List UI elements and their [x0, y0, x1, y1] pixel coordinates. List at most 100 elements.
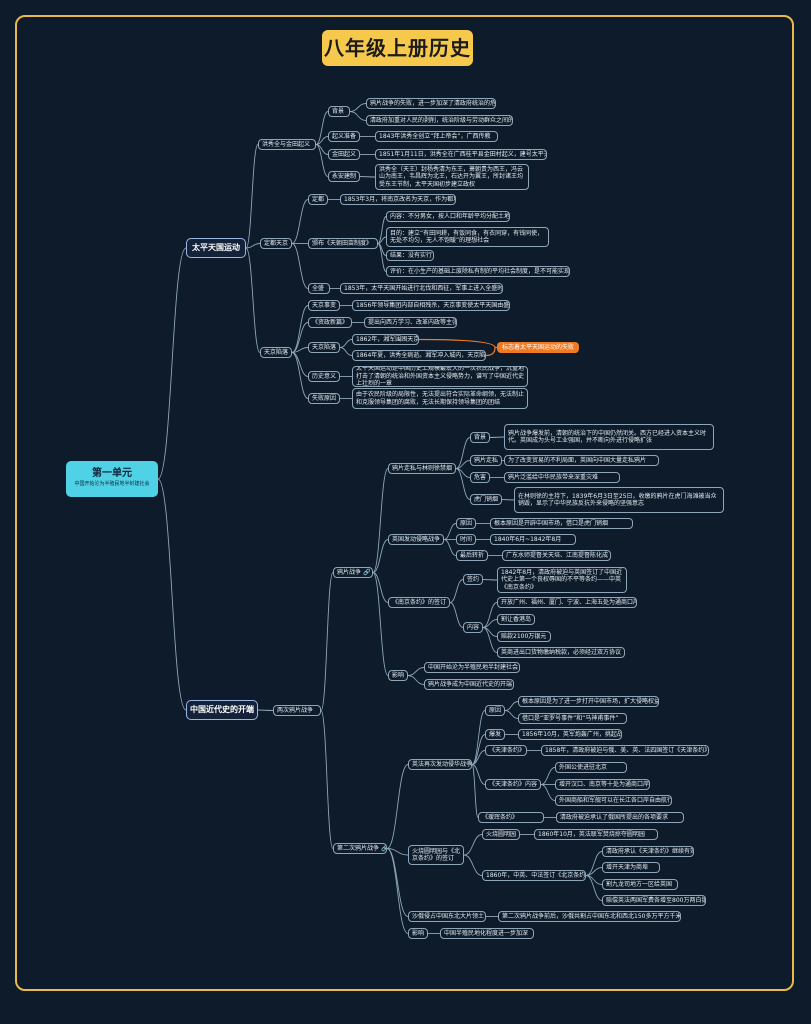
node-hong-jintian[interactable]: 洪秀全与金田起义: [258, 139, 316, 150]
node-fd-sj[interactable]: 时间: [456, 534, 476, 545]
node-dingdu1[interactable]: 1853年3月，将南京改名为天京，作为都城: [340, 194, 456, 205]
node-tjx1[interactable]: 1862年，湘军围困天京: [352, 334, 419, 345]
node-yongan[interactable]: 永安建制: [328, 171, 360, 182]
node-ee-yy[interactable]: 原因: [485, 705, 505, 716]
node-yp-jinyan[interactable]: 鸦片走私与林则徐禁烟: [388, 463, 456, 474]
node-bj-12[interactable]: 增开天津为商埠: [602, 862, 660, 873]
link-icon[interactable]: 🔗: [363, 568, 371, 576]
node-shibai1[interactable]: 由于农民阶级的局限性，无法提出符合实际革命纲领，无法制止和克服领导集团的腐败，无…: [352, 388, 528, 409]
node-nj-nr1[interactable]: 开放广州、福州、厦门、宁波、上海五处为通商口岸: [497, 597, 637, 608]
node-bg1[interactable]: 鸦片战争的失败，进一步加深了清政府统治的危机: [366, 98, 496, 109]
node-tj-shibian[interactable]: 天京事变: [308, 300, 340, 311]
node-aihui[interactable]: 《瑷珲条约》: [478, 812, 544, 823]
node-jintian1[interactable]: 1851年1月11日，洪秀全在广西桂平县金田村起义，建号太平天国: [375, 149, 547, 160]
node-tc4[interactable]: 评价：在小生产的基础上废除私有制的平均社会制度，是不可能实现的: [386, 266, 570, 277]
node-yapian[interactable]: 鸦片战争🔗: [333, 567, 373, 578]
node-tj-shibian1[interactable]: 1856年领导集团内部自相残杀，天京事变使太平天国由盛转衰: [352, 300, 510, 311]
connector-node-bj-1: [463, 854, 483, 876]
node-bj-11[interactable]: 清政府承认《天津条约》继续有效: [602, 846, 694, 857]
node-bj-1[interactable]: 1860年，中英、中法签订《北京条约》: [482, 870, 586, 881]
node-bj-14[interactable]: 赔偿英法两国军费各增至800万两白银: [602, 895, 706, 906]
node-yj-weihai1[interactable]: 鸦片泛滥给中华民族带来深重灾难: [504, 472, 620, 483]
node-dier-node[interactable]: 第二次鸦片战争🔗: [333, 843, 387, 854]
node-dier[interactable]: 两次鸦片战争: [273, 705, 321, 716]
node-fd-sj1[interactable]: 1840年6月~1842年8月: [490, 534, 576, 545]
node-tj-nr2[interactable]: 增开汉口、南京等十处为通商口岸: [555, 779, 650, 790]
node-tc1[interactable]: 内容：不分男女，按人口和年龄平均分配土地: [386, 211, 510, 222]
connector-node-yongan1: [359, 176, 376, 178]
node-tianjin1[interactable]: 1858年，清政府被迫与俄、美、英、法四国签订《天津条约》: [541, 745, 709, 756]
node-nj-nr[interactable]: 内容: [463, 622, 483, 633]
node-tc2[interactable]: 目的：建立“有田同耕，有饭同食，有衣同穿，有钱同使，无处不均匀，无人不饱暖”的理…: [386, 227, 549, 247]
node-nj-nr2[interactable]: 割让香港岛: [497, 614, 535, 625]
node-ee-bf1[interactable]: 1856年10月，英军炮轰广州，挑起战争: [518, 729, 622, 740]
node-yp-yx[interactable]: 影响: [388, 670, 408, 681]
connector-node-nj-qy1: [482, 579, 498, 581]
node-yj-zousi1[interactable]: 为了改变贸易的不利局面，英国向中国大量走私鸦片: [504, 455, 659, 466]
connector-node-eluo: [386, 848, 409, 917]
node-tj-nr[interactable]: 《天津条约》内容: [485, 779, 541, 790]
node-tj-xianluo[interactable]: 天京陷落: [308, 342, 340, 353]
node-yj-humen1[interactable]: 在林则徐的主持下，1839年6月3日至25日，收缴的鸦片在虎门海滩被当众销毁，显…: [514, 487, 724, 513]
node-zizheng1[interactable]: 提出向西方学习、改革内政等主张: [364, 317, 457, 328]
node-fd-zz1[interactable]: 广东水师提督关天培、江南提督陈化成: [502, 550, 611, 561]
node-nj-nr4[interactable]: 英商进出口货物缴纳税款，必须经过双方协议: [497, 647, 625, 658]
node-bj-13[interactable]: 割九龙司地方一区给英国: [602, 879, 678, 890]
node-ym-11[interactable]: 1860年10月，英法联军焚烧掠夺圆明园: [534, 829, 658, 840]
node-dingdu-sub[interactable]: 定都: [308, 194, 328, 205]
node-yp-yx2[interactable]: 鸦片战争成为中国近代史的开端: [424, 679, 514, 690]
node-ee-yx1[interactable]: 中国半殖民地化程度进一步加深: [440, 928, 534, 939]
node-tc3[interactable]: 结果：没有实行: [386, 250, 434, 261]
node-ee-yx[interactable]: 影响: [408, 928, 428, 939]
node-nanjing[interactable]: 《南京条约》的签订: [388, 597, 450, 608]
node-yj-zousi[interactable]: 鸦片走私: [470, 455, 502, 466]
node-tj-nr1[interactable]: 外国公使进驻北京: [555, 762, 627, 773]
node-jintian[interactable]: 金田起义: [328, 149, 360, 160]
node-nj-qy[interactable]: 签约: [463, 574, 483, 585]
node-fd-zz[interactable]: 最后转折: [456, 550, 488, 561]
node-ee-bf[interactable]: 爆发: [485, 729, 505, 740]
node-fd-yy1[interactable]: 根本原因是开辟中国市场，借口是虎门销烟: [490, 518, 633, 529]
node-lishi-yiyi[interactable]: 历史意义: [308, 371, 340, 382]
node-tianjing-xl[interactable]: 天京陷落: [260, 347, 292, 358]
node-yongan1[interactable]: 洪秀全（天王）封杨秀清为东王，萧朝贵为西王，冯云山为南王，韦昌辉为北王，石达开为…: [375, 164, 529, 190]
root-node[interactable]: 第一单元 中国开始沦为半殖民地半封建社会: [66, 461, 158, 497]
connector-node-tianjing-xl: [245, 247, 261, 353]
link-icon[interactable]: 🔗: [381, 845, 386, 853]
node-dingdu[interactable]: 定都天京: [260, 238, 292, 249]
node-yp-fadong[interactable]: 英国发动侵略战争: [388, 534, 444, 545]
node-yj-bg[interactable]: 背景: [470, 432, 490, 443]
node-orange-note[interactable]: 标志着太平天国运动的失败: [497, 342, 579, 353]
node-tjx2[interactable]: 1864年夏，洪秀全病逝。湘军冲入城内，天京陷落: [352, 350, 486, 361]
node-quansheng1[interactable]: 1853年，太平天国开始进行北伐和西征，军事上进入全盛时期: [340, 283, 503, 294]
node-tj-nr3[interactable]: 外国商船和军舰可以在长江各口岸自由航行: [555, 795, 672, 806]
node-nj-qy1[interactable]: 1842年8月，清政府被迫与英国签订了中国近代史上第一个丧权辱国的不平等条约——…: [497, 567, 627, 593]
branch-jindai[interactable]: 中国近代史的开端: [186, 700, 258, 720]
node-ee-yy2[interactable]: 借口是“亚罗号事件”和“马神甫事件”: [518, 713, 627, 724]
node-nj-nr3[interactable]: 赔款2100万银元: [497, 631, 551, 642]
node-bg[interactable]: 背景: [328, 106, 350, 117]
node-yp-yx1[interactable]: 中国开始沦为半殖民地半封建社会: [424, 662, 520, 673]
node-bg2[interactable]: 清政府加重对人民的剥削，统治阶级与劳动群众之间的矛盾激化: [366, 115, 513, 126]
node-lishi-yiyi1[interactable]: 太平天国运动是中国历史上规模最宏大的一次农民战争，沉重地打击了清朝的统治和外国资…: [352, 366, 528, 387]
node-yj-bg1[interactable]: 鸦片战争爆发前，清朝的统治下的中国仍然闭关。西方已经进入资本主义时代。英国成为头…: [504, 424, 714, 450]
node-shibai[interactable]: 失败原因: [308, 393, 340, 404]
node-qiyi-zb1[interactable]: 1843年洪秀全创立“拜上帝会”，广西传教: [375, 131, 498, 142]
node-ee-yy1[interactable]: 根本原因是为了进一步打开中国市场，扩大侵略权益: [518, 696, 659, 707]
node-zizheng[interactable]: 《资政新篇》: [308, 317, 352, 328]
node-ym-1[interactable]: 火烧圆明园: [482, 829, 520, 840]
node-yuanming[interactable]: 火烧圆明园与《北京条约》的签订: [408, 845, 464, 865]
branch-taiping[interactable]: 太平天国运动: [186, 238, 246, 258]
node-eluo1[interactable]: 第二次鸦片战争前后，沙俄共割占中国东北和西北150多万平方千米领土: [498, 911, 681, 922]
node-eluo[interactable]: 沙俄侵占中国东北大片领土: [408, 911, 486, 922]
node-yj-weihai[interactable]: 危害: [470, 472, 490, 483]
node-fd-yy[interactable]: 原因: [456, 518, 476, 529]
node-qiyi-zb[interactable]: 起义准备: [328, 131, 360, 142]
node-ee-fadong[interactable]: 英法再次发动侵华战争: [408, 759, 472, 770]
node-tianchao[interactable]: 颁布《天朝田亩制度》: [308, 238, 378, 249]
connector-node-tc1: [377, 216, 387, 244]
node-aihui1[interactable]: 清政府被迫承认了俄国所提出的各项要求: [556, 812, 684, 823]
node-quansheng[interactable]: 全盛: [308, 283, 330, 294]
node-tianjin[interactable]: 《天津条约》: [485, 745, 527, 756]
node-yj-humen[interactable]: 虎门销烟: [470, 494, 502, 505]
